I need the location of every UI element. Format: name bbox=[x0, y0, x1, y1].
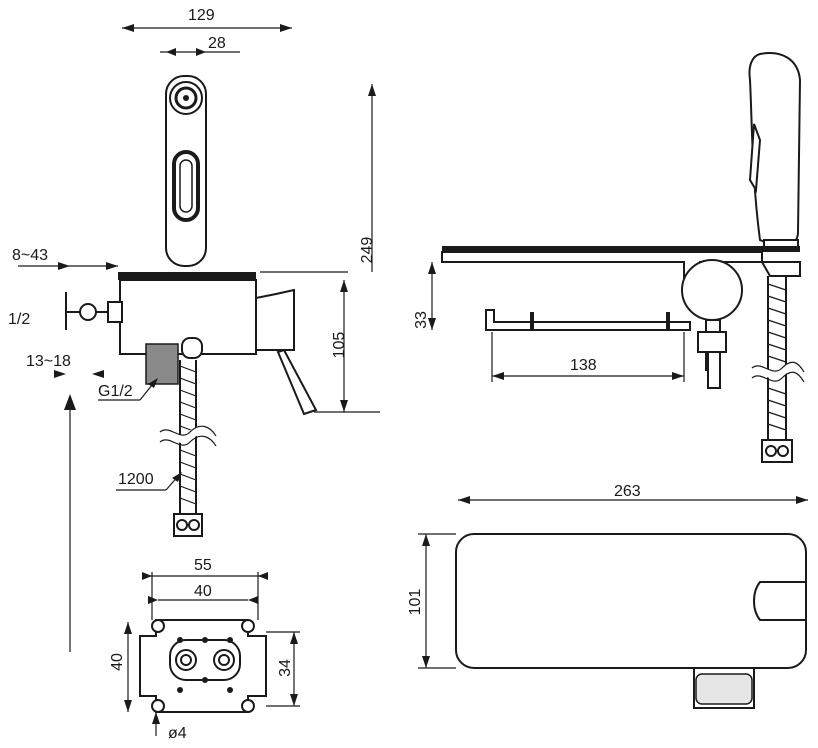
dim-label-105: 105 bbox=[331, 332, 348, 359]
dim-129: 129 bbox=[122, 7, 292, 32]
dim-hole: ø4 bbox=[152, 712, 187, 742]
dim-label-28: 28 bbox=[208, 35, 226, 52]
dim-40-width: 40 bbox=[148, 583, 258, 604]
dim-33: 33 bbox=[413, 262, 436, 330]
dim-249: 249 bbox=[260, 84, 376, 273]
dim-13-18: 13~18 bbox=[26, 353, 104, 378]
dim-label-13-18: 13~18 bbox=[26, 353, 71, 370]
dim-label-34: 34 bbox=[277, 659, 294, 677]
dim-138: 138 bbox=[491, 332, 685, 382]
mixer-body bbox=[65, 272, 318, 416]
dim-label-129: 129 bbox=[188, 7, 215, 24]
dim-55: 55 bbox=[142, 557, 268, 620]
dim-label-40-height: 40 bbox=[109, 653, 126, 671]
dim-label-half-thread: 1/2 bbox=[8, 311, 30, 328]
dim-label-g-thread: G1/2 bbox=[98, 383, 133, 400]
top-view: 263 101 bbox=[407, 483, 808, 709]
side-view: 33 138 bbox=[413, 52, 808, 463]
hand-shower bbox=[165, 75, 207, 267]
dim-label-1200: 1200 bbox=[118, 471, 154, 488]
dim-8-43: 8~43 bbox=[12, 247, 118, 270]
dim-label-249: 249 bbox=[359, 237, 376, 264]
dim-263: 263 bbox=[458, 483, 808, 504]
dim-label-101: 101 bbox=[407, 589, 424, 616]
dim-105: 105 bbox=[314, 280, 380, 413]
dim-label-40-width: 40 bbox=[194, 583, 212, 600]
direction-arrow bbox=[64, 394, 76, 652]
dim-label-138: 138 bbox=[570, 357, 597, 374]
dim-label-hole: ø4 bbox=[168, 725, 187, 742]
front-view: 129 28 bbox=[8, 7, 380, 652]
dim-label-263: 263 bbox=[614, 483, 641, 500]
dim-label-8-43: 8~43 bbox=[12, 247, 48, 264]
dim-label-55: 55 bbox=[194, 557, 212, 574]
mounting-plate: 55 40 40 bbox=[109, 557, 300, 742]
dim-40-height: 40 bbox=[109, 622, 132, 712]
dim-34: 34 bbox=[266, 631, 300, 707]
dim-101: 101 bbox=[407, 533, 456, 669]
dim-g-thread: G1/2 bbox=[98, 378, 158, 401]
hose bbox=[157, 360, 220, 537]
dim-label-33: 33 bbox=[413, 311, 430, 329]
dim-1200: 1200 bbox=[116, 471, 182, 491]
dim-28: 28 bbox=[160, 35, 240, 56]
